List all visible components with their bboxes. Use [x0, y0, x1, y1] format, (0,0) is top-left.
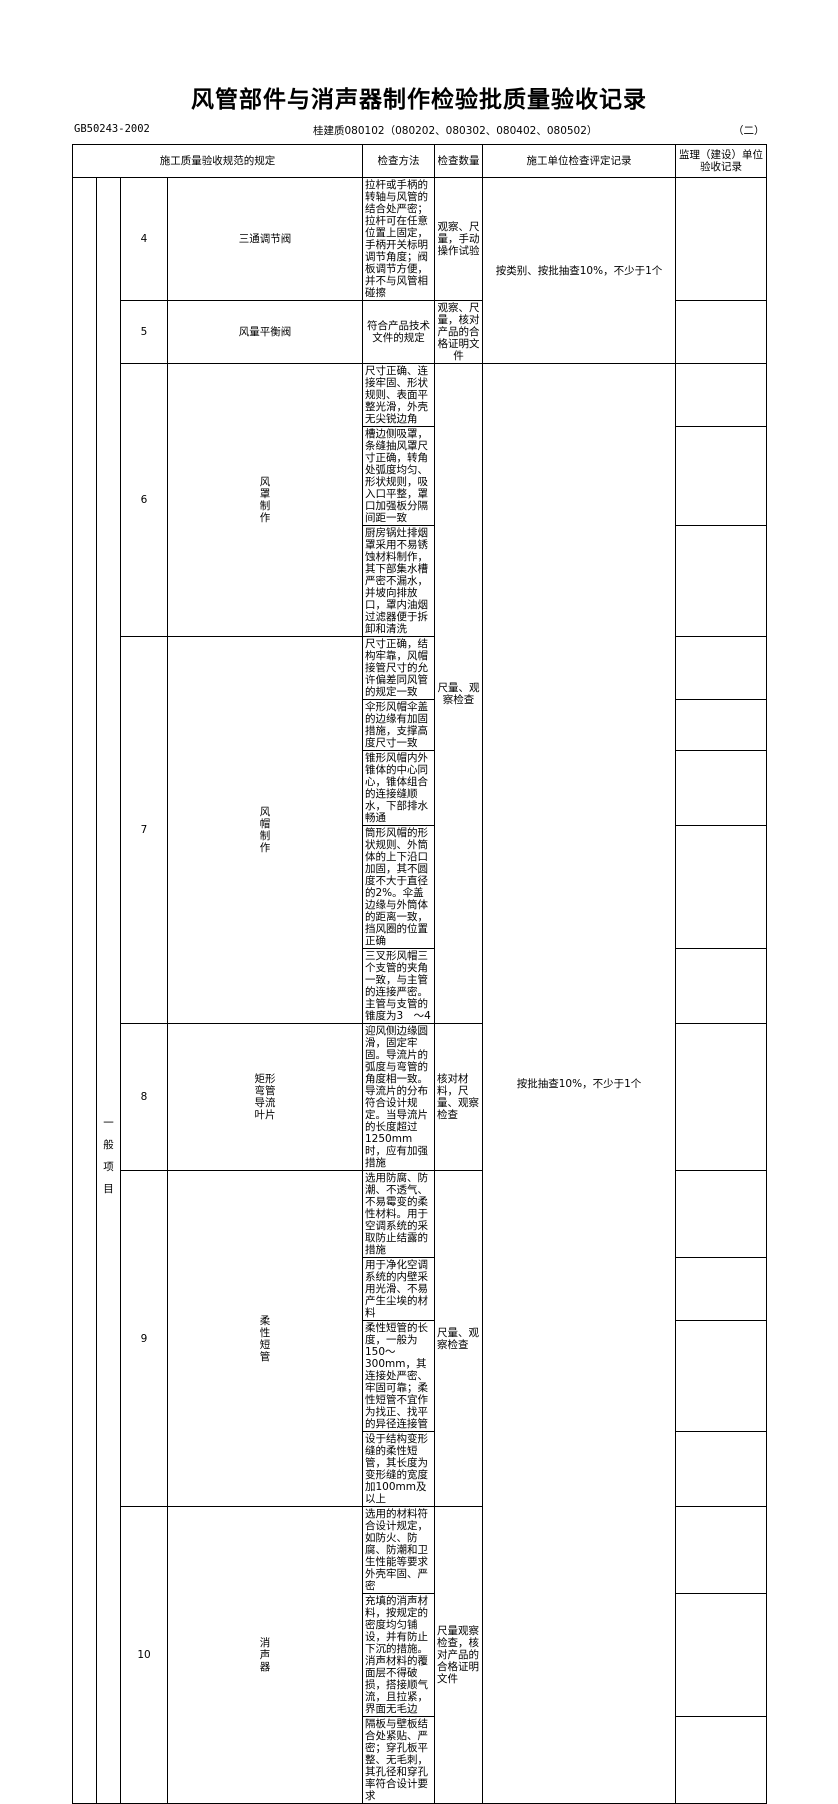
- item-10-method: 尺量观察检查，核对产品的合格证明文件: [434, 1506, 483, 1804]
- item-6-requirement: 尺寸正确、连接牢固、形状规则、表面平整光滑，外壳无尖锐边角: [362, 363, 435, 427]
- contractor-record-cell[interactable]: [675, 1257, 767, 1321]
- header-method: 检查方法: [362, 144, 435, 178]
- item-5-name: 风量平衡阀: [167, 300, 363, 364]
- item-7-requirement: 三叉形风帽三个支管的夹角一致，与主管的连接严密。主管与支管的锥度为3 ～4: [362, 948, 435, 1024]
- item-6-7-method: 尺量、观察检查: [434, 363, 483, 1024]
- contractor-record-cell[interactable]: [675, 948, 767, 1024]
- item-9-requirement: 用于净化空调系统的内壁采用光滑、不易产生尘埃的材料: [362, 1257, 435, 1321]
- contractor-record-cell[interactable]: [675, 426, 767, 526]
- form-code: 桂建质080102（080202、080302、080402、080502）: [313, 125, 598, 137]
- inspection-table: 施工质量验收规范的规定 检查方法 检查数量 施工单位检查评定记录 监理（建设）单…: [72, 144, 767, 1804]
- contractor-record-cell[interactable]: [675, 1170, 767, 1258]
- item-5-no: 5: [120, 300, 168, 364]
- contractor-record-cell[interactable]: [675, 363, 767, 427]
- contractor-record-cell[interactable]: [675, 525, 767, 637]
- contractor-record-cell[interactable]: [675, 1023, 767, 1171]
- item-6-requirement: 厨房锅灶排烟罩采用不易锈蚀材料制作，其下部集水槽严密不漏水，并坡向排放口，罩内油…: [362, 525, 435, 637]
- item-7-requirement: 锥形风帽内外锥体的中心同心，锥体组合的连接缝顺水，下部排水畅通: [362, 750, 435, 826]
- item-4-name: 三通调节阀: [167, 177, 363, 301]
- header-spec: 施工质量验收规范的规定: [72, 144, 363, 178]
- item-8-requirement: 迎风侧边缘圆滑，固定牢固。导流片的弧度与弯管的角度相一致。导流片的分布符合设计规…: [362, 1023, 435, 1171]
- contractor-record-cell[interactable]: [675, 1506, 767, 1594]
- item-5-method: 观察、尺量，核对产品的合格证明文件: [434, 300, 483, 364]
- item-9-requirement: 选用防腐、防潮、不透气、不易霉变的柔性材料。用于空调系统的采取防止结露的措施: [362, 1170, 435, 1258]
- contractor-record-cell[interactable]: [675, 699, 767, 751]
- item-10-name: 消声器: [167, 1506, 363, 1804]
- contractor-record-cell[interactable]: [675, 1716, 767, 1804]
- header-quantity: 检查数量: [434, 144, 483, 178]
- section-empty-cell: [72, 177, 97, 1804]
- item-10-requirement: 选用的材料符合设计规定，如防火、防腐、防潮和卫生性能等要求外壳牢固、严密: [362, 1506, 435, 1594]
- page-part: （二）: [733, 125, 765, 137]
- contractor-record-cell[interactable]: [675, 750, 767, 826]
- item-10-no: 10: [120, 1506, 168, 1804]
- item-6-no: 6: [120, 363, 168, 637]
- contractor-record-cell[interactable]: [675, 825, 767, 949]
- standard-code: GB50243-2002: [74, 123, 150, 135]
- item-7-requirement: 筒形风帽的形状规则、外筒体的上下沿口加固，其不圆度不大于直径的2%。伞盖边缘与外…: [362, 825, 435, 949]
- contractor-record-cell[interactable]: [675, 1320, 767, 1432]
- item-8-no: 8: [120, 1023, 168, 1171]
- contractor-record-cell[interactable]: [675, 300, 767, 364]
- item-7-name: 风帽制作: [167, 636, 363, 1024]
- item-7-no: 7: [120, 636, 168, 1024]
- item-9-method: 尺量、观察检查: [434, 1170, 483, 1507]
- page-title: 风管部件与消声器制作检验批质量验收记录: [191, 87, 647, 113]
- contractor-record-cell[interactable]: [675, 1431, 767, 1507]
- quantity-group-2: 按批抽查10%，不少于1个: [482, 363, 676, 1804]
- item-9-requirement: 设于结构变形缝的柔性短管，其长度为变形缝的宽度加100mm及以上: [362, 1431, 435, 1507]
- item-6-name: 风罩制作: [167, 363, 363, 637]
- section-label-general: 一般项目: [96, 177, 121, 1804]
- header-contractor: 施工单位检查评定记录: [482, 144, 676, 178]
- item-6-requirement: 槽边侧吸罩，条缝抽风罩尺寸正确，转角处弧度均匀、形状规则，吸入口平整，罩口加强板…: [362, 426, 435, 526]
- item-9-name: 柔性短管: [167, 1170, 363, 1507]
- item-4-requirement: 拉杆或手柄的转轴与风管的结合处严密；拉杆可在任意位置上固定，手柄开关标明调节角度…: [362, 177, 435, 301]
- item-4-method: 观察、尺量，手动操作试验: [434, 177, 483, 301]
- item-7-requirement: 尺寸正确，结构牢靠，风帽接管尺寸的允许偏差同风管的规定一致: [362, 636, 435, 700]
- item-9-no: 9: [120, 1170, 168, 1507]
- item-10-requirement: 充填的消声材料，按规定的密度均匀铺设，并有防止下沉的措施。消声材料的覆面层不得破…: [362, 1593, 435, 1717]
- item-5-requirement: 符合产品技术文件的规定: [362, 300, 435, 364]
- item-7-requirement: 伞形风帽伞盖的边缘有加固措施，支撑高度尺寸一致: [362, 699, 435, 751]
- contractor-record-cell[interactable]: [675, 177, 767, 301]
- contractor-record-cell[interactable]: [675, 636, 767, 700]
- item-10-requirement: 隔板与壁板结合处紧贴、严密；穿孔板平整、无毛刺，其孔径和穿孔率符合设计要求: [362, 1716, 435, 1804]
- item-9-requirement: 柔性短管的长度，一般为150～300mm，其连接处严密、牢固可靠；柔性短管不宜作…: [362, 1320, 435, 1432]
- item-4-no: 4: [120, 177, 168, 301]
- item-8-method: 核对材料，尺量、观察检查: [434, 1023, 483, 1171]
- quantity-group-1: 按类别、按批抽查10%，不少于1个: [482, 177, 676, 364]
- item-8-name: 矩形弯管导流叶片: [167, 1023, 363, 1171]
- header-supervisor: 监理（建设）单位验收记录: [675, 144, 767, 178]
- contractor-record-cell[interactable]: [675, 1593, 767, 1717]
